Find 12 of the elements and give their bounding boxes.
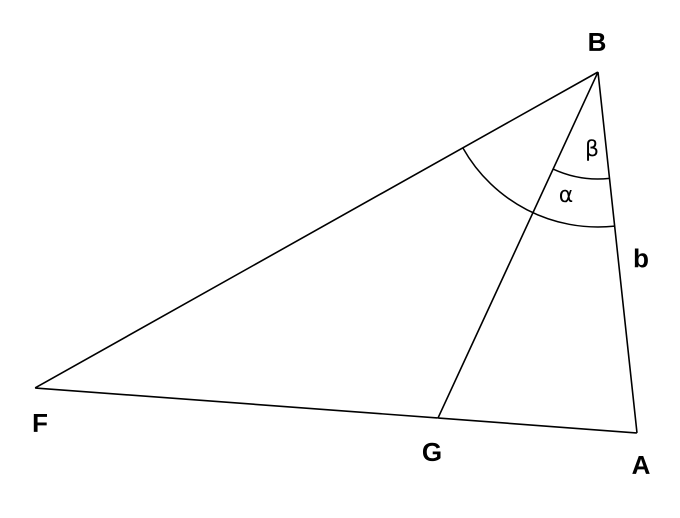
- triangle-side: [34, 387, 438, 419]
- triangle-side: [34, 72, 598, 388]
- angle-label: α: [560, 190, 572, 202]
- angle-label: β: [587, 139, 598, 161]
- triangle-side: [597, 72, 638, 434]
- triangle-side: [438, 417, 638, 434]
- triangle-side: [438, 72, 598, 418]
- vertex-label: A: [632, 456, 650, 474]
- side-label: b: [634, 248, 648, 268]
- vertex-label: B: [589, 33, 606, 51]
- vertex-label: G: [422, 442, 440, 462]
- vertex-label: F: [34, 414, 47, 432]
